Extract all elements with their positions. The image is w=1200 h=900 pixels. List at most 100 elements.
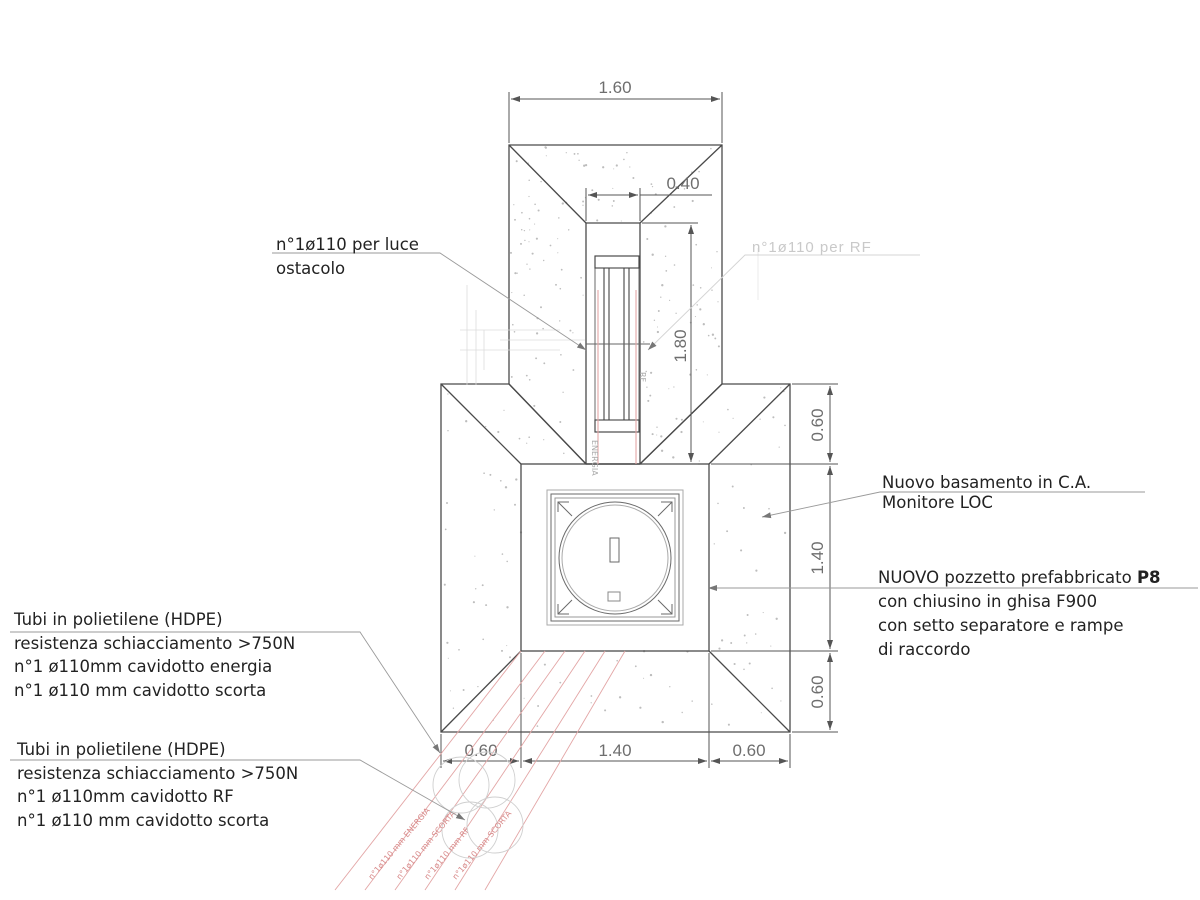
speckle-dot: [472, 601, 475, 604]
dim-text-top-width: 1.60: [598, 78, 631, 97]
chiusino-logo: [607, 591, 621, 602]
speckle-dot: [650, 183, 653, 185]
speckle-dot: [656, 330, 660, 334]
label-pozzetto-3: con setto separatore e rampe: [878, 616, 1124, 635]
speckle-dot: [513, 331, 516, 333]
speckle-dot: [514, 218, 516, 221]
speckle-dot: [563, 452, 565, 455]
speckle-dot: [718, 647, 721, 650]
speckle-dot: [710, 267, 713, 269]
speckle-dot: [760, 712, 762, 714]
dim-text-right-top: 0.60: [808, 408, 827, 441]
speckle-dot: [501, 553, 504, 555]
leader-luce-ostacolo: [272, 252, 587, 351]
speckle-dot: [783, 531, 787, 535]
speckle-dot: [746, 614, 749, 616]
speckle-dot: [465, 420, 468, 423]
speckle-dot: [520, 242, 522, 245]
speckle-dot: [718, 431, 720, 433]
speckle-dot: [485, 604, 488, 607]
speckle-dot: [727, 408, 729, 411]
pipe-circle-1: [432, 756, 490, 814]
speckle-dot: [528, 195, 530, 198]
speckle-dot: [775, 617, 778, 620]
speckle-dot: [691, 700, 693, 702]
speckle-dot: [748, 662, 751, 665]
speckle-dot: [447, 429, 449, 432]
speckle-dot: [726, 530, 729, 533]
speckle-dot: [524, 239, 526, 242]
label-tubi-energia-1: Tubi in polietilene (HDPE): [13, 610, 223, 629]
speckle-dot: [521, 211, 523, 214]
speckle-dot: [531, 252, 534, 255]
speckle-dot: [681, 711, 683, 714]
speckle-dot: [612, 187, 614, 189]
speckle-dot: [717, 502, 719, 505]
main-slope-top-right: [708, 383, 791, 465]
speckle-dot: [537, 705, 540, 707]
dimensions: [440, 92, 838, 768]
speckle-dot: [604, 709, 607, 712]
dim-text-neck-width: 0.40: [666, 174, 699, 193]
speckle-dot: [717, 301, 719, 303]
pipe-circle-3: [441, 801, 499, 859]
speckle-dot: [717, 345, 720, 348]
speckle-dot: [754, 633, 757, 635]
speckle-dot: [537, 209, 540, 212]
speckle-dot: [526, 263, 528, 265]
pozzetto-p8: [546, 489, 684, 626]
speckle-dot: [506, 606, 509, 609]
speckle-dot: [699, 308, 702, 311]
speckle-dot: [557, 252, 559, 254]
frame-corner-br: [657, 599, 673, 615]
speckle-dot: [543, 663, 546, 666]
speckle-dot: [646, 386, 648, 388]
speckle-dot: [528, 179, 530, 182]
speckle-dot: [514, 503, 516, 506]
speckle-dot: [780, 387, 782, 389]
main-basement-outline: [440, 383, 791, 733]
dimension-texts: 1.60 0.40 1.80 0.60 1.40 0.60 0.60 1.40 …: [464, 78, 827, 760]
leader-tubi-rf: [10, 759, 466, 821]
speckle-dot: [590, 695, 593, 697]
speckle-dot: [771, 687, 773, 690]
speckle-dot: [664, 255, 667, 257]
leader-rf: [647, 254, 920, 351]
speckle-dot: [542, 259, 545, 262]
speckle-dot: [528, 241, 530, 243]
speckle-dot: [535, 357, 538, 360]
speckle-dot: [597, 198, 600, 201]
speckle-dot: [673, 264, 676, 266]
speckle-dot: [509, 656, 511, 659]
frame-corner-bl: [557, 599, 573, 615]
speckle-dot: [582, 204, 584, 206]
speckle-dot: [535, 237, 538, 240]
speckle-dot: [562, 391, 564, 393]
speckle-dot: [462, 689, 465, 691]
speckle-dot: [669, 686, 671, 688]
speckle-dot: [746, 642, 748, 644]
speckle-dot: [675, 312, 677, 314]
speckle-dot: [611, 205, 614, 207]
speckle-dot: [702, 323, 705, 326]
speckle-dot: [733, 662, 736, 666]
label-tubi-energia-2: resistenza schiacciamento >750N: [14, 634, 295, 653]
speckle-dot: [629, 166, 631, 168]
dim-text-neck-height: 1.80: [671, 329, 690, 362]
speckle-dot: [653, 319, 656, 321]
speckle-dot: [510, 375, 513, 378]
speckle-dot: [506, 645, 508, 647]
speckle-dot: [515, 160, 518, 163]
speckle-dot: [720, 639, 724, 642]
label-basamento-2: Monitore LOC: [882, 493, 993, 512]
speckle-dot: [661, 720, 664, 724]
pipe-circle-4: [466, 796, 524, 854]
speckle-dot: [651, 433, 654, 436]
speckle-dot: [639, 706, 642, 709]
speckle-dot: [668, 388, 670, 390]
pozzetto-frame-inner: [554, 497, 676, 618]
speckle-dot: [660, 449, 664, 452]
speckle-dot: [474, 555, 476, 557]
speckle-dot: [713, 543, 715, 545]
speckle-dot: [727, 723, 730, 726]
